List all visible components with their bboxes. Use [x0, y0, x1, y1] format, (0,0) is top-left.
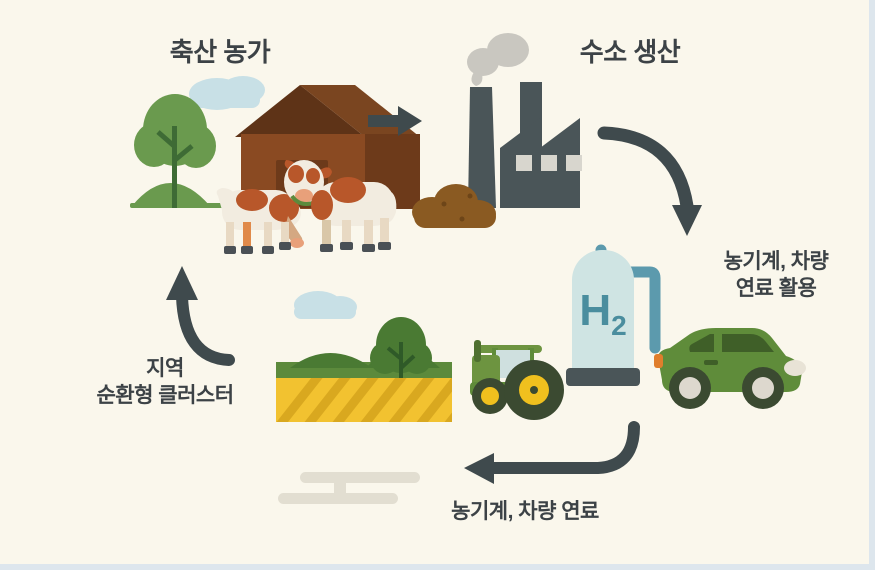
factory-window [516, 155, 532, 171]
label-livestock-farm: 축산 농가 [169, 37, 271, 67]
car-icon [654, 328, 806, 409]
label-hydrogen-production: 수소 생산 [579, 37, 681, 67]
factory-body [500, 118, 580, 208]
crop-field [276, 378, 452, 422]
cloud-icon [189, 76, 265, 110]
car-headlight [784, 360, 806, 376]
livestock-farm-illustration [130, 76, 420, 254]
cloud-icon [294, 291, 357, 319]
chimney [468, 87, 496, 208]
hydrogen-production-illustration [412, 33, 582, 228]
label-machinery-vehicle-fuel: 농기계, 차량 연료 [451, 500, 599, 523]
manure-pile-icon [412, 184, 496, 228]
arrow-farm-to-factory-icon [368, 106, 422, 136]
label-regional-cluster: 지역 순환형 클러스터 [96, 357, 234, 408]
cow-icon [216, 188, 304, 254]
ground-strip [130, 203, 230, 208]
car-door-handle [704, 360, 718, 365]
car-tail-light [654, 354, 663, 368]
grass-hill [132, 183, 210, 206]
tree-icon [134, 94, 216, 208]
factory-window [541, 155, 557, 171]
tractor-icon [470, 340, 564, 420]
road-dashes-icon [278, 472, 420, 504]
farmland-illustration [276, 291, 452, 422]
arrow-field-to-farm-icon [166, 266, 235, 366]
label-fuel-utilization: 농기계, 차량 연료 활용 [723, 250, 829, 301]
car-rear-window [722, 334, 774, 352]
smoke-icon [467, 33, 529, 86]
hydrogen-tank-icon: H2 [566, 244, 661, 386]
factory-window [566, 155, 582, 171]
tank-base [566, 368, 640, 386]
car-front-window [689, 334, 714, 352]
tree-icon [370, 317, 432, 398]
arrow-factory-to-tank-icon [597, 126, 702, 236]
cow-icon [284, 160, 397, 252]
arrow-vehicles-to-field-icon [464, 421, 640, 484]
hill [290, 353, 372, 368]
